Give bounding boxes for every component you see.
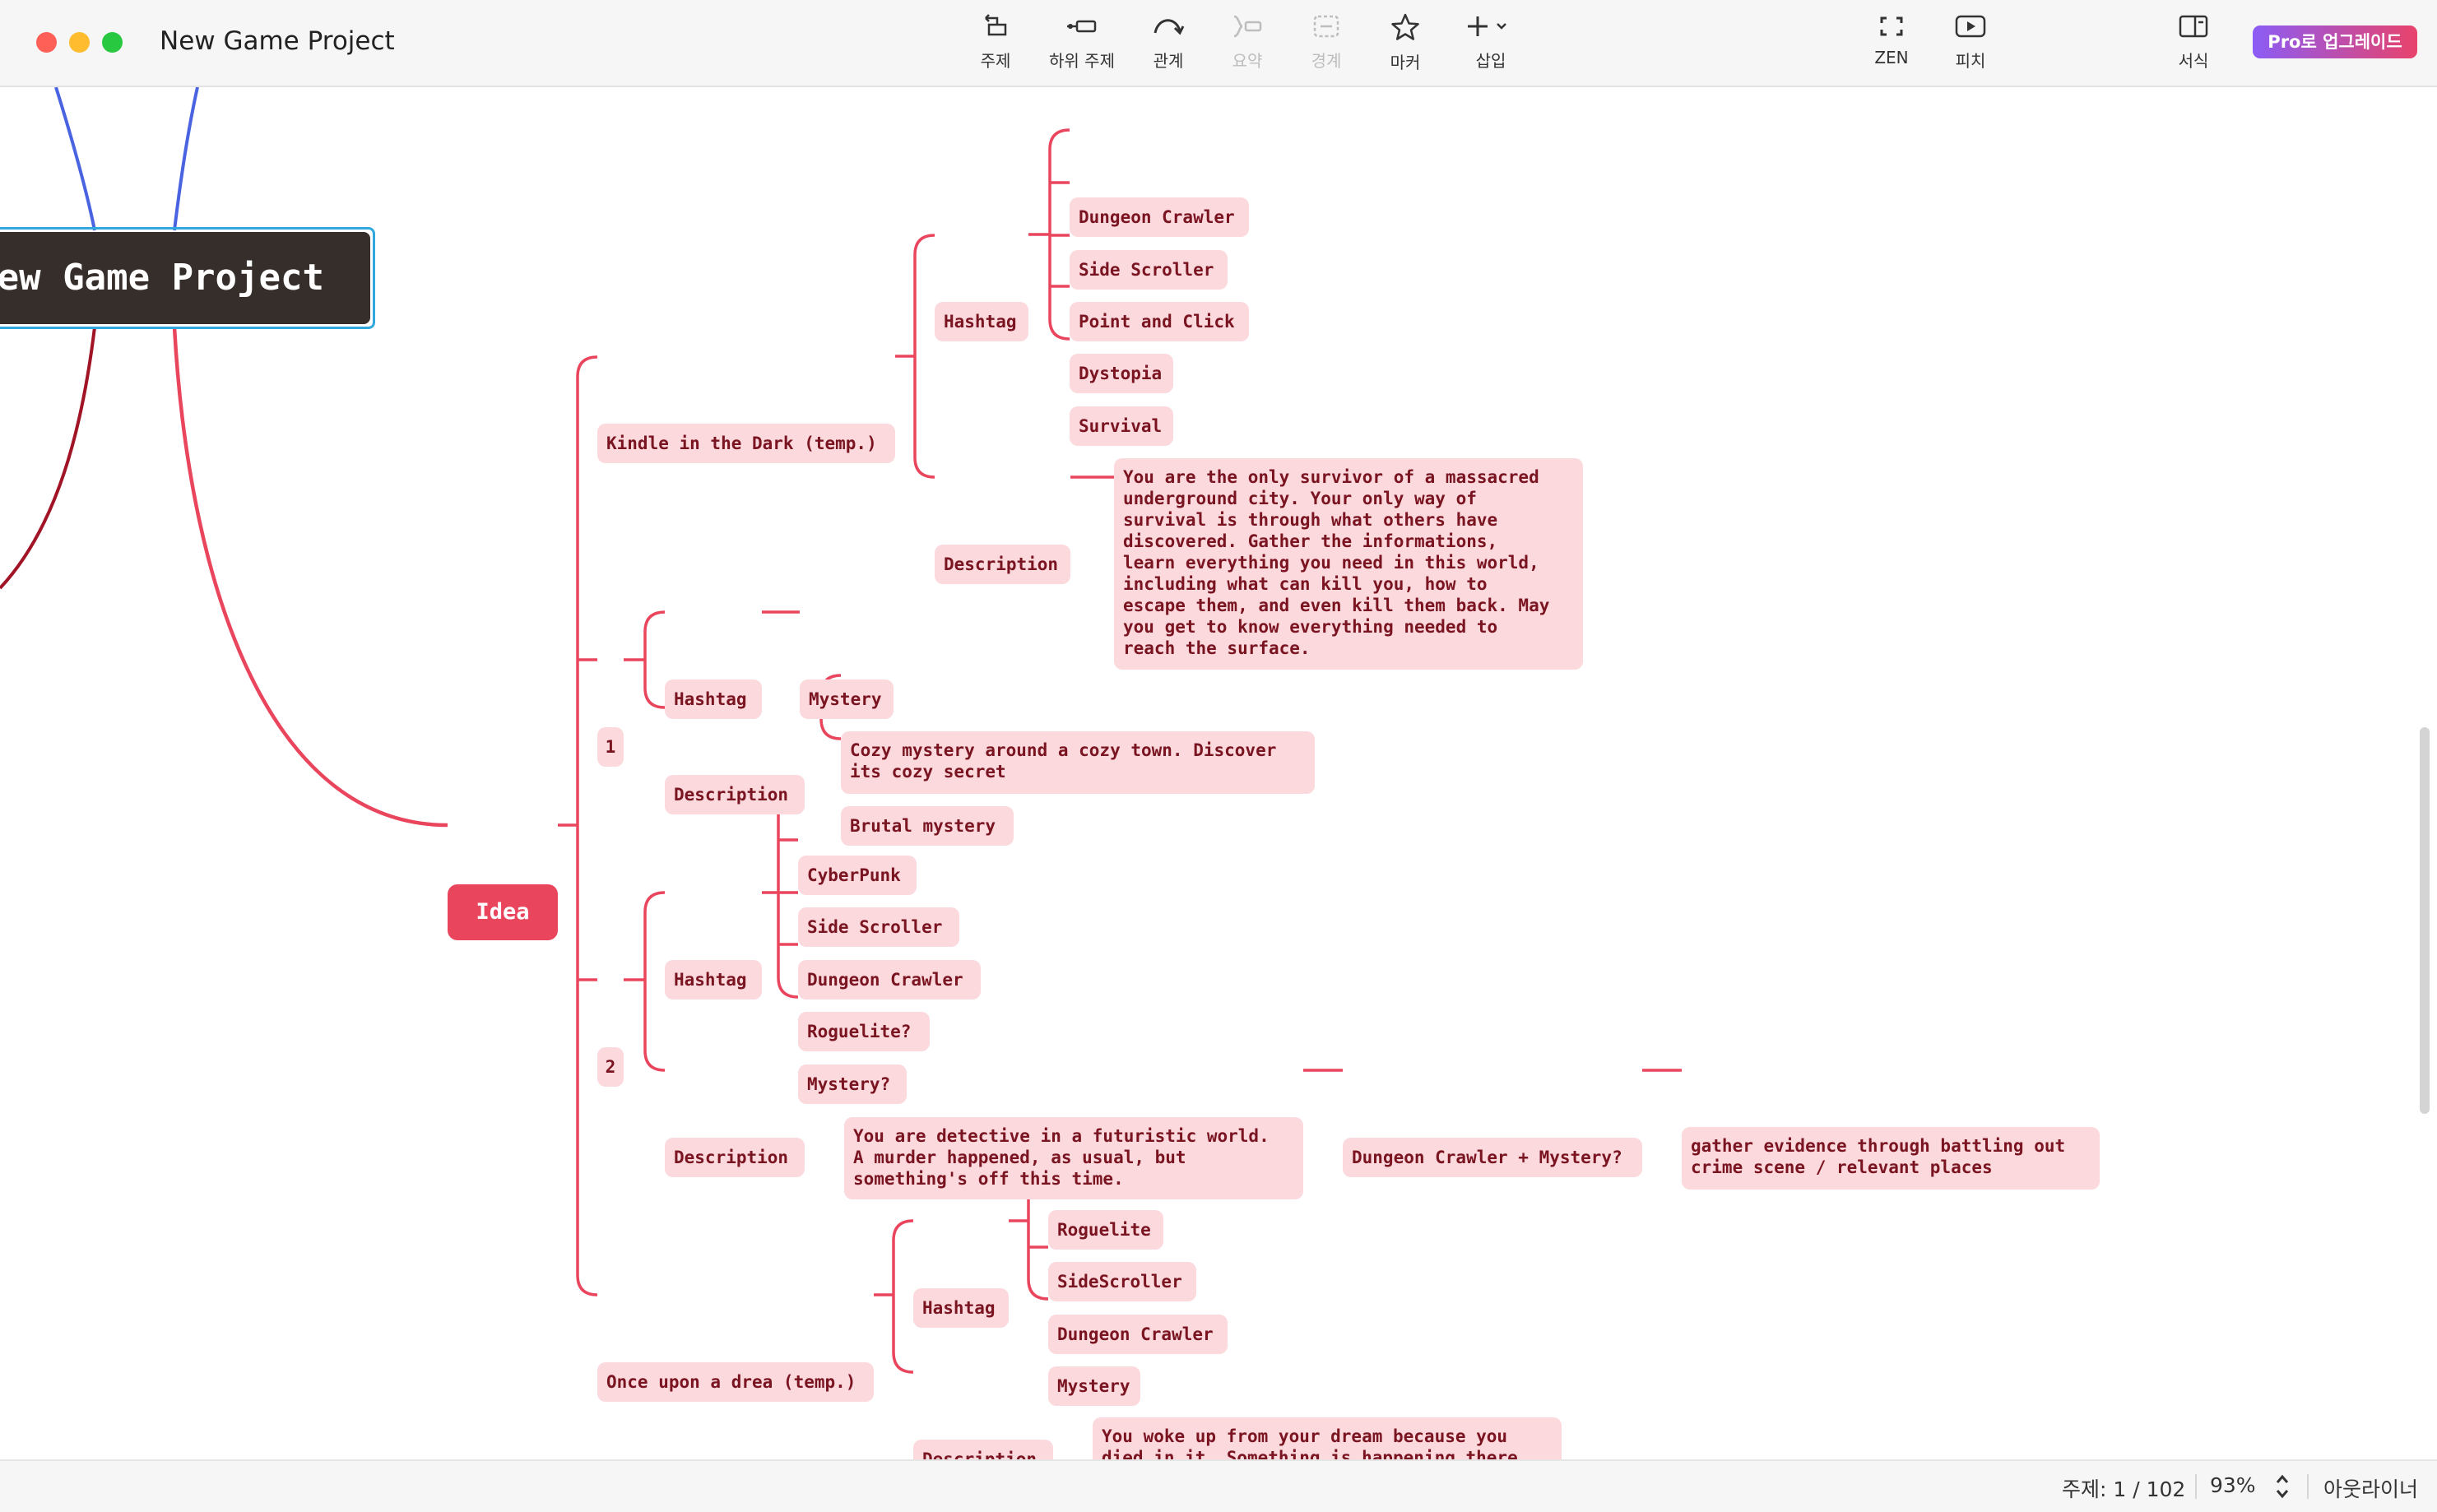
topic-idea-2[interactable]: 2 xyxy=(597,1047,624,1087)
summary-label: 요약 xyxy=(1232,51,1263,71)
central-topic-selection-outline xyxy=(0,227,375,329)
connector-line xyxy=(913,234,935,479)
marker-button[interactable]: 마커 xyxy=(1360,13,1451,76)
topic-tag[interactable]: Roguelite xyxy=(1048,1210,1163,1250)
connector-line xyxy=(643,610,666,709)
topic-kindle-description[interactable]: You are the only survivor of a massacred… xyxy=(1114,458,1583,670)
topic-idea2-followup-detail[interactable]: gather evidence through battling out cri… xyxy=(1682,1127,2100,1190)
zoom-stepper-icon[interactable] xyxy=(2274,1473,2291,1500)
topic-kindle[interactable]: Kindle in the Dark (temp.) xyxy=(597,424,895,463)
relationship-icon xyxy=(1154,19,1185,35)
upgrade-pro-button[interactable]: Pro로 업그레이드 xyxy=(2253,26,2417,58)
topic-dream-description-label[interactable]: Description xyxy=(913,1440,1053,1459)
topic-tag[interactable]: Mystery xyxy=(1048,1366,1140,1406)
topic-dream-description[interactable]: You woke up from your dream because you … xyxy=(1093,1417,1562,1459)
marker-label: 마커 xyxy=(1390,53,1421,72)
status-bar: 주제: 1 / 102 93% 아웃라이너 xyxy=(0,1459,2437,1512)
topic-tag[interactable]: Dungeon Crawler xyxy=(1048,1315,1228,1354)
blue-branch-line xyxy=(54,87,96,231)
boundary-icon xyxy=(1313,15,1339,38)
summary-button[interactable]: 요약 xyxy=(1202,13,1293,76)
connector-line xyxy=(1028,1193,1048,1249)
topic-button[interactable]: 주제 xyxy=(950,13,1041,76)
summary-icon xyxy=(1233,15,1262,38)
zoom-window-button[interactable] xyxy=(102,32,123,53)
topic-kindle-description-label[interactable]: Description xyxy=(935,545,1070,584)
topic-dream[interactable]: Once upon a drea (temp.) xyxy=(597,1362,874,1402)
connector-line xyxy=(576,355,598,1296)
fullscreen-icon xyxy=(1880,16,1903,36)
central-topic-text: New Game Project xyxy=(0,257,324,299)
topic-tag[interactable]: Dungeon Crawler xyxy=(798,960,981,999)
topic-count: 주제: 1 / 102 xyxy=(2062,1477,2186,1501)
topic-idea[interactable]: Idea xyxy=(448,884,558,940)
divider xyxy=(2307,1474,2309,1499)
pitch-button[interactable]: 피치 xyxy=(1925,13,2016,76)
topic-idea2-hashtag[interactable]: Hashtag xyxy=(665,960,762,999)
boundary-label: 경계 xyxy=(1311,51,1342,71)
outliner-button[interactable]: 아웃라이너 xyxy=(2323,1477,2419,1501)
star-icon xyxy=(1391,13,1419,40)
vertical-scrollbar[interactable] xyxy=(2420,727,2430,1114)
central-topic[interactable]: New Game Project xyxy=(0,232,370,324)
topic-tag[interactable]: Dystopia xyxy=(1070,354,1173,393)
pitch-label: 피치 xyxy=(1955,51,1986,71)
topic-tag[interactable]: Side Scroller xyxy=(798,907,959,947)
boundary-button[interactable]: 경계 xyxy=(1281,13,1372,76)
play-icon xyxy=(1955,15,1986,38)
topic-tag[interactable]: Survival xyxy=(1070,406,1173,446)
subtopic-label: 하위 주제 xyxy=(1049,51,1115,71)
zen-label: ZEN xyxy=(1874,48,1909,67)
topic-idea1-description-label[interactable]: Description xyxy=(665,775,805,814)
connector-line xyxy=(643,891,666,1072)
relationship-button[interactable]: 관계 xyxy=(1123,13,1214,76)
topic-idea2-description-label[interactable]: Description xyxy=(665,1138,805,1177)
topic-icon xyxy=(985,14,1007,36)
subtopic-button[interactable]: 하위 주제 xyxy=(1037,13,1127,76)
format-label: 서식 xyxy=(2178,51,2209,71)
relationship-label: 관계 xyxy=(1153,51,1184,71)
close-window-button[interactable] xyxy=(36,32,57,53)
topic-label: 주제 xyxy=(980,51,1011,71)
insert-label: 삽입 xyxy=(1475,51,1506,71)
topic-tag[interactable]: CyberPunk xyxy=(798,856,917,895)
zoom-level[interactable]: 93% xyxy=(2210,1473,2256,1497)
branch-lines xyxy=(0,87,1682,1374)
dark-branch-line xyxy=(0,327,96,590)
mind-map-canvas[interactable]: New Game Project Idea Kindle in the Dark… xyxy=(0,87,2437,1459)
subtopic-icon xyxy=(1067,20,1097,33)
topic-tag[interactable]: Dungeon Crawler xyxy=(1070,197,1249,237)
topic-tag[interactable]: Side Scroller xyxy=(1070,250,1228,290)
topic-tag[interactable]: Mystery xyxy=(800,679,894,719)
topic-tag[interactable]: Roguelite? xyxy=(798,1012,930,1051)
connector-line xyxy=(778,838,798,946)
sidebar-icon xyxy=(2179,15,2208,38)
topic-tag[interactable]: Mystery? xyxy=(798,1064,907,1104)
topic-idea2-description[interactable]: You are detective in a futuristic world.… xyxy=(844,1117,1303,1199)
plus-icon xyxy=(1468,16,1506,36)
topic-dream-hashtag[interactable]: Hashtag xyxy=(913,1288,1009,1328)
idea-branch-line xyxy=(172,327,448,828)
insert-button[interactable]: 삽입 xyxy=(1446,13,1536,76)
connector-line xyxy=(1050,181,1070,288)
topic-idea1-hashtag[interactable]: Hashtag xyxy=(665,679,762,719)
topic-tag[interactable]: SideScroller xyxy=(1048,1262,1196,1301)
format-button[interactable]: 서식 xyxy=(2148,13,2239,76)
connector-line xyxy=(892,1219,914,1374)
topic-idea1-description-2[interactable]: Brutal mystery xyxy=(841,806,1014,846)
topic-kindle-hashtag[interactable]: Hashtag xyxy=(935,302,1028,341)
divider xyxy=(2195,1474,2197,1499)
connector-line xyxy=(578,658,597,981)
topic-idea1-description[interactable]: Cozy mystery around a cozy town. Discove… xyxy=(841,731,1315,794)
blue-branch-line xyxy=(173,87,199,231)
topic-idea-1[interactable]: 1 xyxy=(597,727,624,767)
topic-tag[interactable]: Point and Click xyxy=(1070,302,1249,341)
topic-idea2-followup[interactable]: Dungeon Crawler + Mystery? xyxy=(1343,1138,1642,1177)
document-title: New Game Project xyxy=(160,26,395,56)
minimize-window-button[interactable] xyxy=(69,32,90,53)
zen-button[interactable]: ZEN xyxy=(1846,13,1937,76)
toolbar: New Game Project 주제 하위 주제 관계 xyxy=(0,0,2437,87)
